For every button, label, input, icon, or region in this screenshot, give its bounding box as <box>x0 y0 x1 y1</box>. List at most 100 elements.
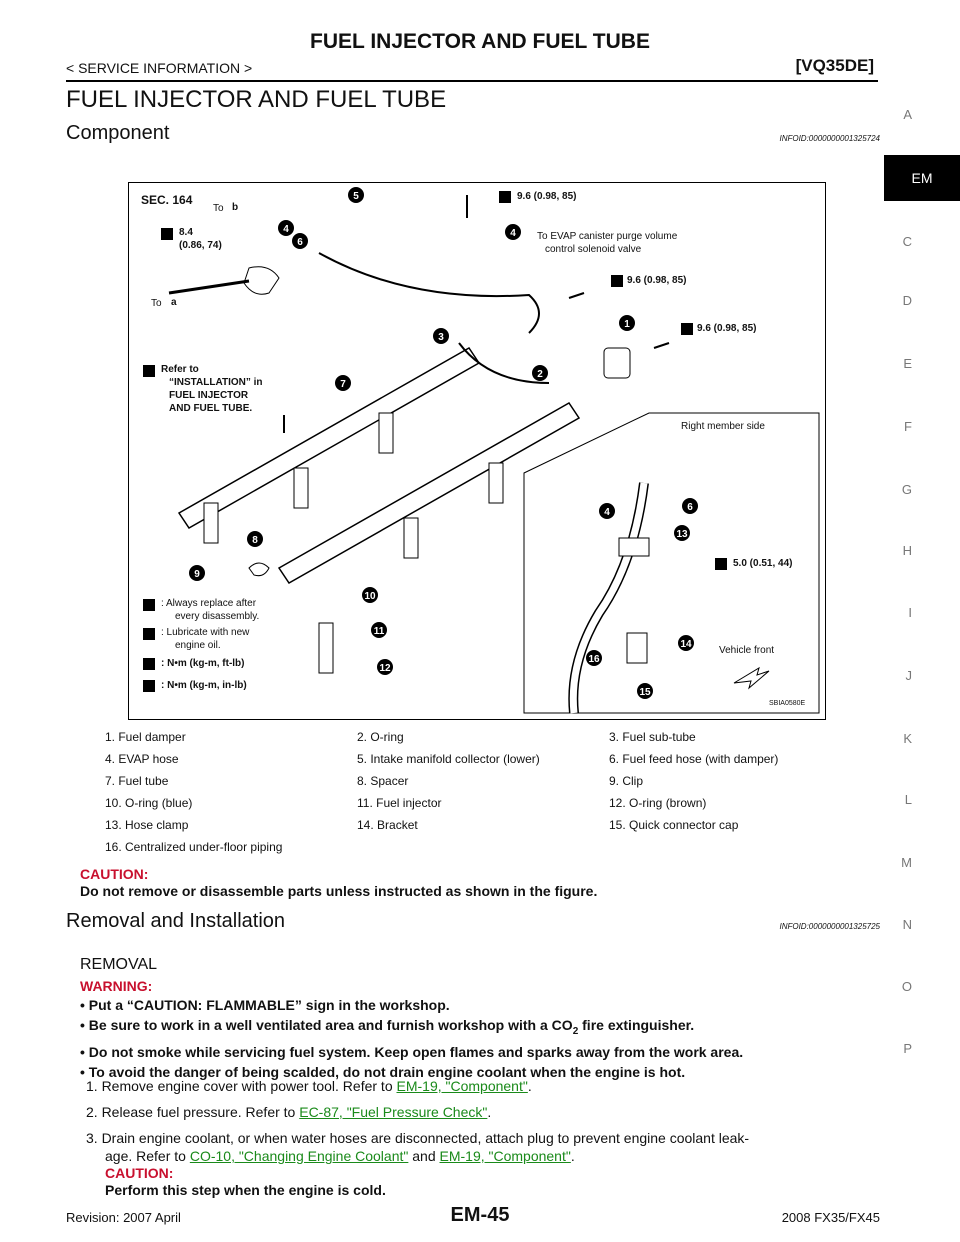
removal-installation-heading: Removal and Installation <box>66 910 286 932</box>
header-rule <box>66 80 878 82</box>
index-letter-p[interactable]: P <box>903 1041 912 1056</box>
index-letter-f[interactable]: F <box>904 419 912 434</box>
caution-label: CAUTION: <box>80 866 149 882</box>
removal-subheading: REMOVAL <box>80 956 158 973</box>
right-member-label: Right member side <box>681 421 765 432</box>
figure-b-marker: b <box>232 202 239 213</box>
warning-item: • To avoid the danger of being scalded, … <box>80 1063 686 1080</box>
index-letter-d[interactable]: D <box>902 293 912 308</box>
step-2-link[interactable]: EC-87, "Fuel Pressure Check" <box>299 1104 488 1120</box>
evap-note-2: control solenoid valve <box>545 244 642 255</box>
legend-cell: 11. Fuel injector <box>357 796 442 810</box>
index-letter-l[interactable]: L <box>904 792 912 807</box>
page-number: EM-45 <box>450 1204 510 1226</box>
index-letter-m[interactable]: M <box>901 855 912 870</box>
svg-text:16: 16 <box>588 654 600 665</box>
legend-replace-2: every disassembly. <box>175 611 260 622</box>
index-letter-g[interactable]: G <box>901 482 912 497</box>
svg-text:15: 15 <box>639 687 651 698</box>
legend-cell: 2. O-ring <box>357 730 404 744</box>
svg-text:11: 11 <box>374 626 385 637</box>
step-1-end: . <box>527 1078 532 1094</box>
warning-item-text: Put a “CAUTION: FLAMMABLE” sign in the w… <box>88 997 450 1013</box>
table-row: 1. Fuel damper 2. O-ring 3. Fuel sub-tub… <box>105 730 865 752</box>
table-row: 16. Centralized under-floor piping <box>105 840 865 862</box>
step-3-caution-text: Perform this step when the engine is col… <box>105 1182 386 1198</box>
warning-item: • Do not smoke while servicing fuel syst… <box>80 1043 744 1060</box>
svg-text:4: 4 <box>283 224 289 235</box>
torque-spec-top: 9.6 (0.98, 85) <box>517 191 577 202</box>
step-2-end: . <box>487 1104 492 1120</box>
refer-note-3: FUEL INJECTOR <box>169 390 249 401</box>
removal-installation-infoid: INFOID:0000000001325725 <box>779 922 880 931</box>
svg-text:4: 4 <box>604 507 610 518</box>
index-active-em[interactable]: EM <box>884 155 960 201</box>
step-3-text: age. Refer to <box>105 1148 190 1164</box>
legend-cell: 12. O-ring (brown) <box>609 796 707 810</box>
torque-spec-mid: 9.6 (0.98, 85) <box>627 275 687 286</box>
section-index-sidebar: A EM C D E F G H I J K L M N O P <box>884 0 960 1242</box>
legend-cell: 13. Hose clamp <box>105 818 189 832</box>
svg-text:13: 13 <box>676 529 688 540</box>
torque-spec-left-1: 8.4 <box>179 227 193 238</box>
footer-model: 2008 FX35/FX45 <box>781 1210 880 1225</box>
step-2: 2. Release fuel pressure. Refer to EC-87… <box>86 1104 491 1120</box>
figure-a-marker: a <box>171 297 177 308</box>
legend-cell: 6. Fuel feed hose (with damper) <box>609 752 779 766</box>
figure-code: SBIA0580E <box>769 700 806 707</box>
svg-text:14: 14 <box>680 639 692 650</box>
table-row: 13. Hose clamp 14. Bracket 15. Quick con… <box>105 818 865 840</box>
index-letter-i[interactable]: I <box>908 605 912 620</box>
figure-to-a-label: To <box>151 298 162 309</box>
step-3-link-coolant[interactable]: CO-10, "Changing Engine Coolant" <box>189 1148 409 1164</box>
svg-text:10: 10 <box>364 591 376 602</box>
component-infoid: INFOID:0000000001325724 <box>779 134 880 143</box>
step-2-text: 2. Release fuel pressure. Refer to <box>86 1104 300 1120</box>
warning-item-text: Be sure to work in a well ventilated are… <box>88 1017 573 1033</box>
warning-item-tail: fire extinguisher. <box>578 1017 695 1033</box>
svg-text:1: 1 <box>624 319 630 330</box>
step-3-link-component[interactable]: EM-19, "Component" <box>439 1148 571 1164</box>
refer-note-4: AND FUEL TUBE. <box>169 403 253 414</box>
step-3: 3. Drain engine coolant, or when water h… <box>86 1130 750 1146</box>
svg-text:7: 7 <box>340 379 346 390</box>
warning-item: • Be sure to work in a well ventilated a… <box>80 1017 695 1037</box>
svg-text:6: 6 <box>297 237 303 248</box>
index-letter-n[interactable]: N <box>902 917 912 932</box>
warning-item: • Put a “CAUTION: FLAMMABLE” sign in the… <box>80 997 450 1013</box>
index-letter-j[interactable]: J <box>905 668 913 683</box>
table-row: 7. Fuel tube 8. Spacer 9. Clip <box>105 774 865 796</box>
warning-list: • Put a “CAUTION: FLAMMABLE” sign in the… <box>80 995 880 1082</box>
index-letter-e[interactable]: E <box>903 356 912 371</box>
footer-revision: Revision: 2007 April <box>66 1210 181 1225</box>
legend-nm-ftlb: : N•m (kg-m, ft-lb) <box>161 658 245 669</box>
legend-cell <box>357 840 609 862</box>
index-letter-o[interactable]: O <box>901 979 912 994</box>
figure-to-b-label: To <box>213 203 224 214</box>
torque-spec-inset: 5.0 (0.51, 44) <box>733 558 793 569</box>
svg-text:8: 8 <box>252 535 258 546</box>
step-1-link[interactable]: EM-19, "Component" <box>396 1078 528 1094</box>
breadcrumb[interactable]: < SERVICE INFORMATION > <box>66 60 253 76</box>
caution-text: Do not remove or disassemble parts unles… <box>80 883 598 899</box>
component-heading: Component <box>66 122 170 144</box>
vehicle-front-label: Vehicle front <box>719 645 775 656</box>
svg-text:2: 2 <box>537 369 543 380</box>
co2-subscript: 2 <box>572 1025 579 1037</box>
svg-text:4: 4 <box>510 228 516 239</box>
index-letter-c[interactable]: C <box>902 234 912 249</box>
legend-cell: 15. Quick connector cap <box>609 818 739 832</box>
legend-cell: 9. Clip <box>609 774 644 788</box>
svg-text:12: 12 <box>379 663 391 674</box>
index-letter-h[interactable]: H <box>902 543 912 558</box>
running-header-title: FUEL INJECTOR AND FUEL TUBE <box>310 30 650 53</box>
legend-lube-1: : Lubricate with new <box>161 627 250 638</box>
refer-note-1: Refer to <box>161 364 199 375</box>
legend-cell: 8. Spacer <box>357 774 409 788</box>
index-letter-a[interactable]: A <box>903 107 912 122</box>
step-3-end: . <box>570 1148 575 1164</box>
figure-section-label: SEC. 164 <box>141 193 193 207</box>
index-letter-k[interactable]: K <box>903 731 912 746</box>
legend-nm-inlb: : N•m (kg-m, in-lb) <box>161 680 247 691</box>
torque-spec-left-2: (0.86, 74) <box>179 240 222 251</box>
